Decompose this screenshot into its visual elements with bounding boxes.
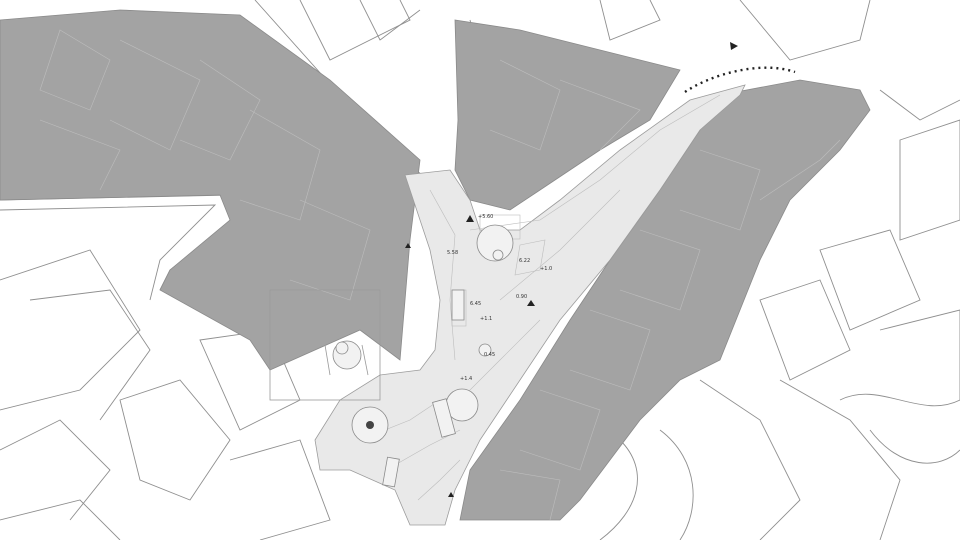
north-arrow-icon — [527, 300, 535, 306]
elevation-label: +1.1 — [480, 316, 492, 322]
tree-icon — [476, 224, 514, 262]
elevation-label: +1.4 — [460, 376, 472, 382]
north-arrow-icon — [466, 215, 474, 222]
garden-plot — [269, 289, 381, 401]
direction-arrow-icon — [730, 42, 738, 50]
elevation-label: +5.60 — [478, 214, 493, 220]
elevation-labels: +5.60 5.58 6.22 +1.0 0.90 6.45 0.45 +1.4… — [447, 214, 552, 382]
north-arrow-icon — [448, 492, 454, 497]
vehicle-icon — [382, 456, 400, 488]
elevation-label: 0.45 — [484, 352, 495, 358]
elevation-label: +1.0 — [540, 266, 552, 272]
elevation-label: 6.22 — [519, 258, 530, 264]
north-arrow-icon — [405, 243, 411, 248]
vehicle-icon — [432, 398, 456, 438]
elevation-label: 6.45 — [470, 301, 481, 307]
tree-icon — [478, 343, 492, 357]
elevation-label: 0.90 — [516, 294, 527, 300]
elevation-label: 5.58 — [447, 250, 458, 256]
symbols — [405, 42, 738, 497]
dashed-route — [684, 66, 796, 93]
tree-icon — [492, 249, 504, 261]
trees — [351, 224, 514, 444]
vehicles — [382, 289, 465, 488]
building-blocks — [0, 9, 871, 521]
vehicle-icon — [451, 289, 465, 321]
